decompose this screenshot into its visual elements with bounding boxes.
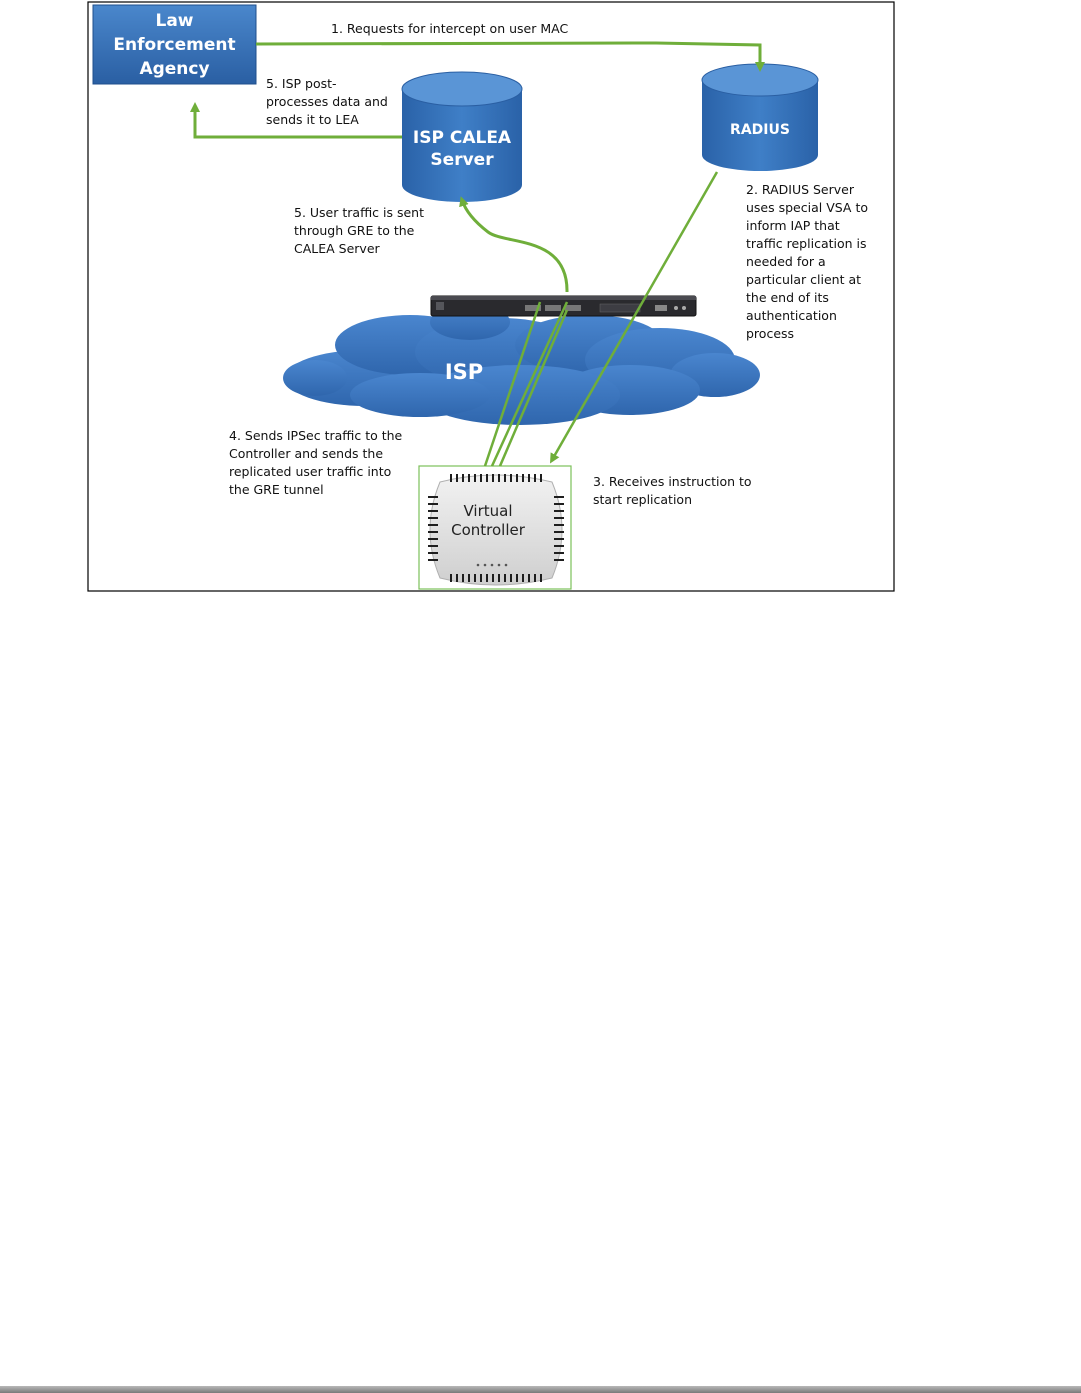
step-1-caption: 1. Requests for intercept on user MAC	[331, 21, 569, 36]
step-4-caption: 4. Sends IPSec traffic to the Controller…	[229, 428, 403, 497]
access-point	[428, 474, 564, 586]
controller-device	[430, 295, 697, 317]
arrow-step-5-gre	[459, 196, 569, 293]
arrow-step-5-to-lea	[190, 102, 402, 139]
step-5-gre-caption: 5. User traffic is sent through GRE to t…	[294, 205, 424, 256]
lea-box	[92, 4, 257, 85]
isp-cloud	[283, 304, 760, 425]
arrow-step-2	[550, 171, 719, 464]
radius-label: RADIUS	[730, 122, 790, 138]
arrow-step-4-line-c	[498, 309, 569, 467]
step-3-caption: 3. Receives instruction to start replica…	[593, 474, 752, 507]
arrow-step-4-line-a	[483, 301, 542, 467]
calea-label: ISP CALEA Server	[412, 128, 512, 170]
radius-server-cylinder	[701, 63, 819, 171]
arrow-step-1	[255, 41, 765, 72]
vc-label: Virtual Controller	[451, 502, 525, 539]
step-5-lea-caption: 5. ISP post- processes data and sends it…	[266, 76, 388, 127]
step-2-caption: 2. RADIUS Server uses special VSA to inf…	[746, 182, 868, 341]
arrow-step-4-line-b	[490, 301, 569, 467]
isp-label: ISP	[444, 360, 484, 384]
calea-server-cylinder	[401, 71, 523, 202]
lea-label: Law Enforcement Agency	[113, 11, 236, 79]
bottom-bar	[0, 1386, 1081, 1393]
vc-frame	[418, 465, 572, 590]
